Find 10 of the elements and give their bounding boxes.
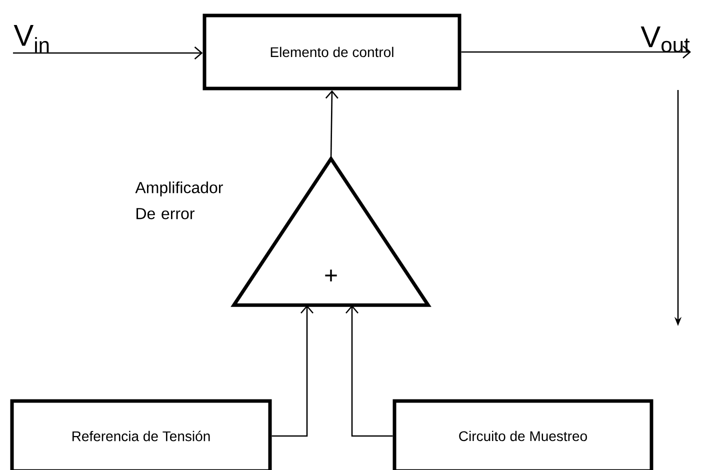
process-box: Elemento de control [202,14,462,90]
process-box: Referencia de Tensión [10,399,272,470]
arrow [346,305,393,437]
process-box: Circuito de Muestreo [392,399,654,470]
amplifier-label: Amplificador De error [135,182,223,220]
signal-label: V$_{in}$ [14,25,49,52]
arrow [325,90,338,159]
arrow [13,46,203,60]
arrow [461,46,691,58]
arrow [272,305,314,437]
